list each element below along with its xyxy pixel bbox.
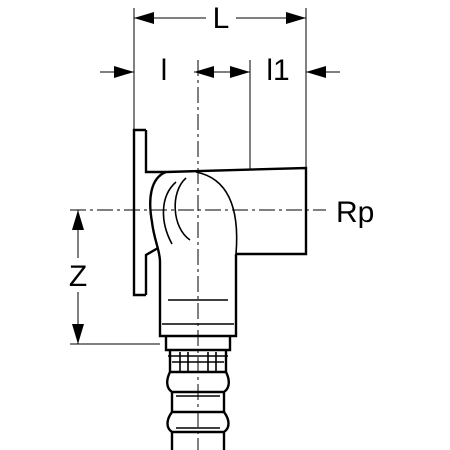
- flange-top-step: [144, 130, 166, 174]
- arrow-l1-left: [230, 66, 250, 78]
- label-bg-Z: [62, 258, 94, 292]
- arrow-l1-right: [306, 66, 326, 78]
- arrow-l-right: [194, 66, 214, 78]
- wall-flange: [132, 128, 166, 297]
- pipe-end: [170, 432, 226, 450]
- flange-outline: [132, 128, 146, 297]
- label-L: L: [213, 2, 230, 35]
- dimension-Z: Z: [62, 210, 160, 345]
- arrow-left: [134, 12, 154, 24]
- label-Rp: Rp: [336, 196, 374, 229]
- arrow-right: [286, 12, 306, 24]
- label-Z: Z: [69, 260, 87, 293]
- arrow-Z-bottom: [72, 324, 84, 344]
- label-bg: [206, 2, 236, 32]
- label-l1: l1: [266, 54, 289, 87]
- center-lines: [70, 60, 326, 450]
- dimension-l-l1: l l1: [100, 54, 340, 170]
- arrow-Z-top: [72, 210, 84, 230]
- outlet-pipe: [165, 166, 308, 256]
- elbow-body: [149, 166, 308, 318]
- elbow-inner-curve-1: [162, 181, 177, 245]
- arrow-l-left: [114, 66, 134, 78]
- elbow-inner-curve-3: [174, 177, 191, 241]
- flange-bottom-step: [144, 246, 159, 295]
- elbow-outer-curve: [149, 170, 167, 263]
- label-l: l: [161, 54, 168, 87]
- elbow-inner-curve-2: [195, 171, 238, 255]
- dimension-L: L: [133, 2, 307, 170]
- sleeve-grooves: [179, 352, 217, 372]
